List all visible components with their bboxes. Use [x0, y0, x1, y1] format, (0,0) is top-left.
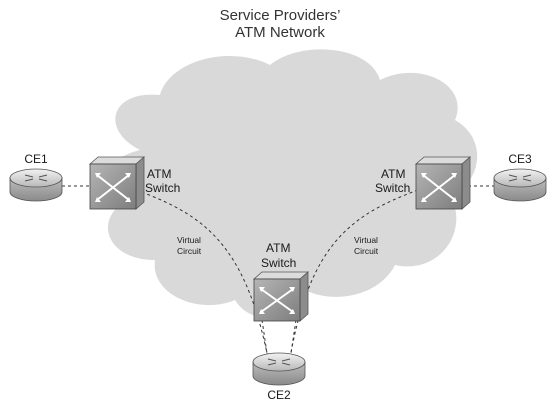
ce1-label: CE1	[24, 152, 48, 166]
atm-switch-left-line2: Switch	[145, 181, 180, 195]
atm-switch-bottom-line2: Switch	[261, 256, 296, 270]
diagram-title-line1: Service Providers’	[220, 7, 341, 24]
atm-switch-right-line1: ATM	[381, 167, 405, 181]
virtual-circuit-left-line2: Circuit	[177, 246, 202, 256]
router-icon	[9, 168, 63, 202]
ce3-label: CE3	[508, 152, 532, 166]
ce2-label: CE2	[267, 388, 291, 402]
router-ce1: CE1	[9, 152, 63, 202]
router-ce2: CE2	[252, 352, 306, 402]
atm-switch-bottom: ATM Switch	[252, 241, 310, 322]
router-ce3: CE3	[493, 152, 547, 202]
atm-switch-left: ATM Switch	[88, 156, 180, 210]
link-ce2-switch-a	[261, 319, 269, 361]
atm-switch-icon	[252, 271, 310, 322]
atm-switch-icon	[88, 156, 146, 210]
virtual-circuit-right-line2: Circuit	[354, 246, 379, 256]
atm-switch-right-line2: Switch	[375, 181, 410, 195]
virtual-circuit-right	[289, 189, 419, 359]
provider-cloud	[102, 49, 478, 318]
virtual-circuit-right-line1: Virtual	[354, 235, 378, 245]
atm-switch-bottom-line1: ATM	[266, 241, 290, 255]
atm-switch-icon	[414, 156, 472, 210]
diagram-title-line2: ATM Network	[235, 24, 325, 41]
router-icon	[493, 168, 547, 202]
router-icon	[252, 352, 306, 386]
virtual-circuit-left-line1: Virtual	[177, 235, 201, 245]
atm-switch-left-line1: ATM	[147, 167, 171, 181]
atm-switch-right: ATM Switch	[375, 156, 472, 210]
